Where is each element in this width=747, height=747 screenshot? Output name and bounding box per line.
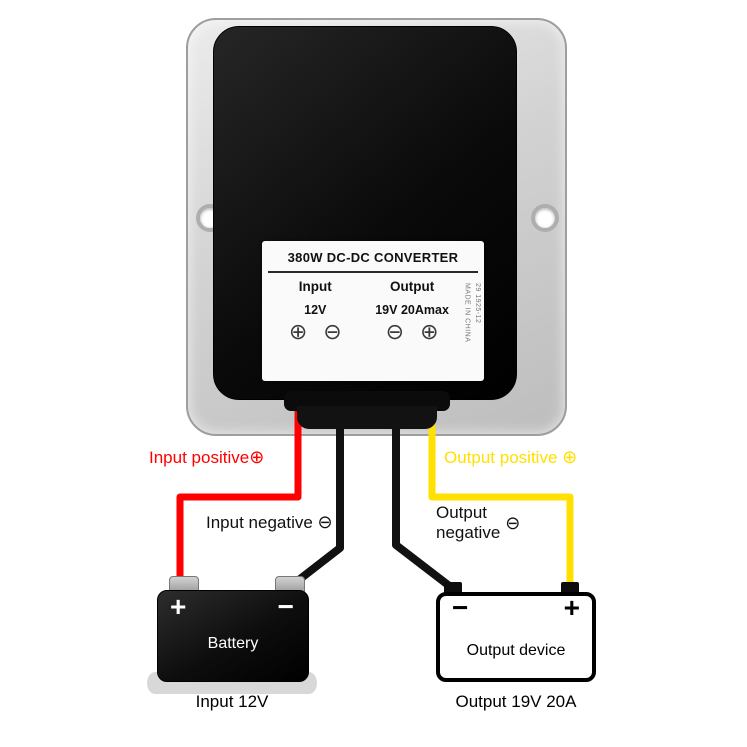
input-positive-wire <box>176 404 302 598</box>
output-negative-label: Output negative ⊖ <box>436 503 520 543</box>
input-negative-label: Input negative ⊖ <box>206 512 333 533</box>
output-positive-wire <box>428 404 574 600</box>
wire-connector-boot <box>297 406 437 429</box>
input-positive-text: Input positive <box>149 448 250 467</box>
terminal-screw-output-positive-icon: ⊕ <box>420 319 439 344</box>
output-label: Output <box>389 279 435 294</box>
label-part-number: 29 1925-12 <box>474 283 481 324</box>
label-made-in: MADE IN CHINA <box>463 283 471 343</box>
plus-circle-icon: ⊕ <box>249 447 265 467</box>
device-plus-sign: + <box>563 592 580 623</box>
minus-circle-icon: ⊖ <box>317 512 333 532</box>
output-negative-line1: Output <box>436 503 488 522</box>
output-device-label: Output device <box>466 642 566 659</box>
input-terminals: ⊕ ⊖ <box>289 321 342 343</box>
terminal-screw-output-negative-icon: ⊖ <box>385 319 405 344</box>
input-column: Input 12V ⊕ ⊖ <box>272 277 359 343</box>
output-positive-text: Output positive <box>444 448 558 467</box>
label-side-text: 29 1925-12 MADE IN CHINA <box>461 283 482 342</box>
output-device: − + Output device <box>436 592 596 682</box>
output-value: 19V 20Amax <box>375 303 449 317</box>
minus-circle-icon: ⊖ <box>505 512 521 533</box>
device-minus-sign: − <box>452 592 469 623</box>
mounting-hole-right <box>531 204 559 232</box>
converter-title: 380W DC-DC CONVERTER <box>287 250 459 265</box>
output-positive-label: Output positive ⊕ <box>444 447 577 468</box>
battery-plus-sign: + <box>170 591 187 622</box>
terminal-screw-input-negative-icon: ⊖ <box>323 319 342 344</box>
output-terminals: ⊖ ⊕ <box>386 321 439 343</box>
battery: + − Battery <box>157 590 309 682</box>
battery-minus-sign: − <box>277 591 294 622</box>
output-negative-line2: negative <box>436 523 501 542</box>
plus-circle-icon: ⊕ <box>562 447 578 467</box>
terminal-screw-input-positive-icon: ⊕ <box>288 319 308 344</box>
converter-label: 380W DC-DC CONVERTER Input 12V ⊕ ⊖ Outpu… <box>262 241 484 381</box>
output-column: Output 19V 20Amax ⊖ ⊕ <box>359 277 466 343</box>
battery-caption: Input 12V <box>195 692 269 711</box>
label-columns: Input 12V ⊕ ⊖ Output 19V 20Amax ⊖ ⊕ <box>262 275 484 343</box>
input-positive-label: Input positive⊕ <box>149 447 264 468</box>
battery-label: Battery <box>207 635 259 652</box>
label-divider <box>268 271 478 273</box>
input-value: 12V <box>304 303 327 317</box>
input-label: Input <box>298 279 332 294</box>
input-negative-text: Input negative <box>206 513 313 532</box>
output-device-caption: Output 19V 20A <box>455 692 577 711</box>
output-negative-text: Output negative <box>436 503 500 543</box>
